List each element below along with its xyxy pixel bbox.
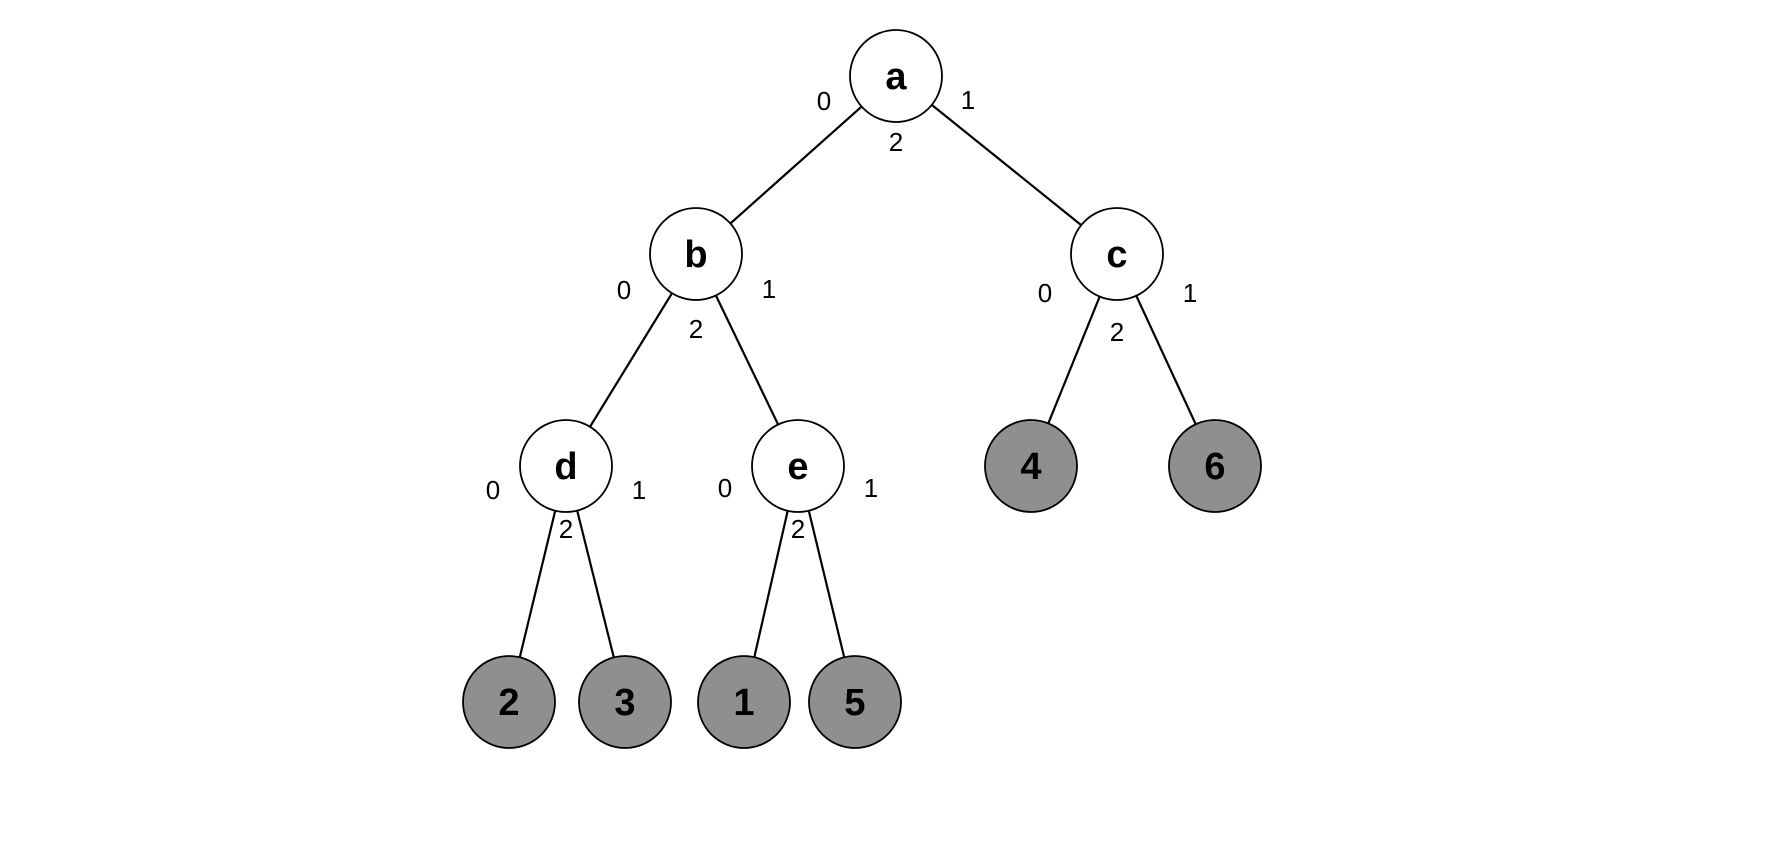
port-labels-layer: 0 2 1 0 2 1 0 2 1 0 2 1 0 2 1 <box>486 85 1197 544</box>
port-label-a-left: 0 <box>817 86 831 116</box>
node-label-b: b <box>684 234 707 276</box>
edge-b-e <box>714 295 780 425</box>
edge-c-c_right <box>1135 295 1197 425</box>
node-d: d <box>519 419 613 513</box>
node-circle-c <box>1070 207 1164 301</box>
leaf-node-e_left: 1 <box>697 655 791 749</box>
port-label-a-right: 1 <box>961 85 975 115</box>
node-label-e_left: 1 <box>733 682 754 724</box>
port-label-c-left: 0 <box>1038 278 1052 308</box>
port-label-d-left: 0 <box>486 475 500 505</box>
port-label-c-bottom: 2 <box>1110 317 1124 347</box>
node-circle-b <box>649 207 743 301</box>
port-label-b-left: 0 <box>617 275 631 305</box>
node-label-c_right: 6 <box>1204 446 1225 488</box>
node-circle-e_right <box>808 655 902 749</box>
leaf-node-c_right: 6 <box>1168 419 1262 513</box>
nodes-layer: a b c d e 4 6 2 3 1 5 <box>462 29 1262 749</box>
node-circle-e <box>751 419 845 513</box>
edge-e-e_left <box>753 510 789 658</box>
port-label-b-right: 1 <box>762 274 776 304</box>
node-circle-a <box>849 29 943 123</box>
leaf-node-d_right: 3 <box>578 655 672 749</box>
edge-b-d <box>589 292 673 428</box>
node-b: b <box>649 207 743 301</box>
node-label-c: c <box>1106 234 1127 276</box>
node-label-d_right: 3 <box>614 682 635 724</box>
port-label-c-right: 1 <box>1183 278 1197 308</box>
node-label-a: a <box>885 56 907 98</box>
node-c: c <box>1070 207 1164 301</box>
node-label-c_left: 4 <box>1020 446 1041 488</box>
node-circle-e_left <box>697 655 791 749</box>
edge-a-b <box>729 105 863 225</box>
node-e: e <box>751 419 845 513</box>
edge-d-d_left <box>518 510 557 658</box>
port-label-b-bottom: 2 <box>689 314 703 344</box>
node-circle-c_left <box>984 419 1078 513</box>
port-label-e-right: 1 <box>864 473 878 503</box>
node-circle-d <box>519 419 613 513</box>
leaf-node-e_right: 5 <box>808 655 902 749</box>
edge-e-e_right <box>807 510 846 658</box>
port-label-d-right: 1 <box>632 475 646 505</box>
port-label-a-bottom: 2 <box>889 127 903 157</box>
node-label-d: d <box>554 446 577 488</box>
edge-a-c <box>931 104 1082 226</box>
node-label-d_left: 2 <box>498 682 519 724</box>
edges-layer <box>518 104 1197 658</box>
node-circle-c_right <box>1168 419 1262 513</box>
node-circle-d_right <box>578 655 672 749</box>
node-a: a <box>849 29 943 123</box>
edge-c-c_left <box>1047 296 1101 424</box>
node-circle-d_left <box>462 655 556 749</box>
port-label-e-left: 0 <box>718 473 732 503</box>
node-label-e_right: 5 <box>844 682 865 724</box>
edge-d-d_right <box>576 510 615 658</box>
leaf-node-c_left: 4 <box>984 419 1078 513</box>
port-label-d-bottom: 2 <box>559 514 573 544</box>
node-label-e: e <box>787 446 808 488</box>
leaf-node-d_left: 2 <box>462 655 556 749</box>
port-label-e-bottom: 2 <box>791 514 805 544</box>
